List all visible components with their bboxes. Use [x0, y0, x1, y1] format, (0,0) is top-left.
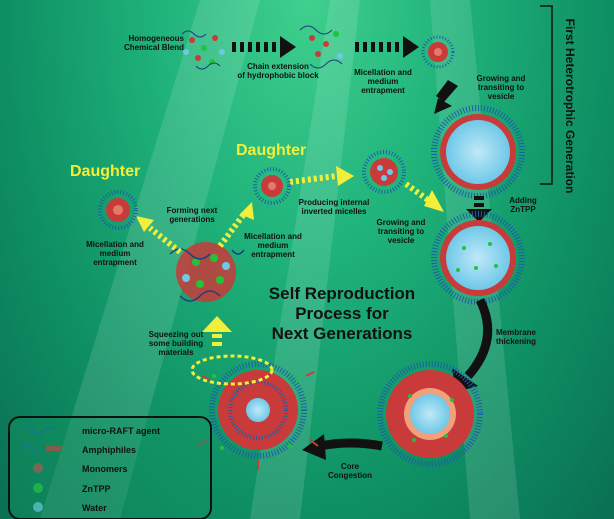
vesicle-zntpp: [431, 211, 525, 305]
forming-cluster: [169, 242, 245, 302]
arrow-core: [302, 434, 383, 460]
legend: micro-RAFT agent Amphiphiles Monomers Zn…: [8, 416, 212, 519]
homogeneous-blend-graphic: [181, 30, 225, 70]
legend-item-water: Water: [82, 503, 107, 513]
daughter-label-left: Daughter: [70, 163, 141, 180]
legend-glyphs: [19, 426, 62, 512]
daughter-micelle-left: [98, 190, 138, 230]
squeeze-ring: [190, 354, 274, 386]
chain-extension-graphic: [299, 25, 343, 69]
legend-item-micro-raft: micro-RAFT agent: [82, 426, 161, 436]
top-arrows: [232, 36, 458, 114]
first-generation-title: First Heterotrophic Generation: [563, 18, 577, 194]
micelle-top: [421, 35, 455, 69]
inverted-micelle: [362, 150, 406, 194]
arrow-membrane: [464, 297, 493, 379]
arrow-squeeze: [202, 316, 232, 346]
vesicle-thick: [377, 361, 483, 467]
vesicle-congested: [197, 361, 319, 470]
generation-bracket: [540, 5, 553, 185]
legend-item-monomers: Monomers: [82, 464, 128, 474]
daughter-label-mid: Daughter: [236, 142, 307, 159]
legend-item-amphiphiles: Amphiphiles: [82, 445, 137, 455]
yellow-arrows: [136, 166, 444, 255]
legend-item-zntpp: ZnTPP: [82, 484, 111, 494]
daughter-micelle-mid: [253, 167, 291, 205]
